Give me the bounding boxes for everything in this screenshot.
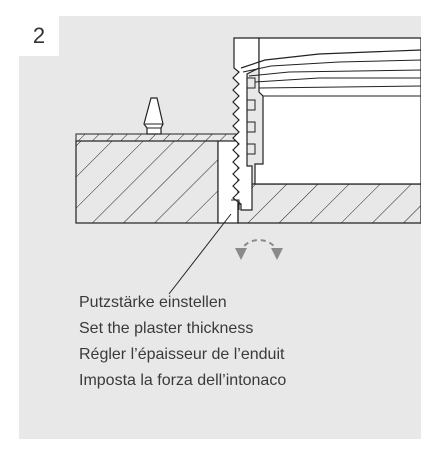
rotate-arrow-icon bbox=[235, 239, 283, 260]
caption-list: Putzstärke einstellen Set the plaster th… bbox=[79, 291, 286, 393]
base-section bbox=[237, 183, 421, 224]
cross-section-drawing bbox=[75, 37, 421, 295]
housing-body bbox=[240, 37, 421, 185]
caption-french: Régler l’épaisseur de l’enduit bbox=[79, 346, 285, 363]
instruction-panel: 2 bbox=[19, 16, 421, 439]
caption-german: Putzstärke einstellen bbox=[79, 294, 227, 311]
nozzle-part bbox=[143, 97, 164, 135]
caption-english: Set the plaster thickness bbox=[79, 320, 254, 337]
plaster-layer bbox=[75, 133, 239, 142]
step-number-badge: 2 bbox=[19, 16, 59, 56]
threaded-sleeve bbox=[231, 37, 260, 211]
wall-section bbox=[75, 140, 239, 224]
caption-italian: Imposta la forza dell’intonaco bbox=[79, 372, 287, 389]
leader-line bbox=[168, 213, 232, 295]
